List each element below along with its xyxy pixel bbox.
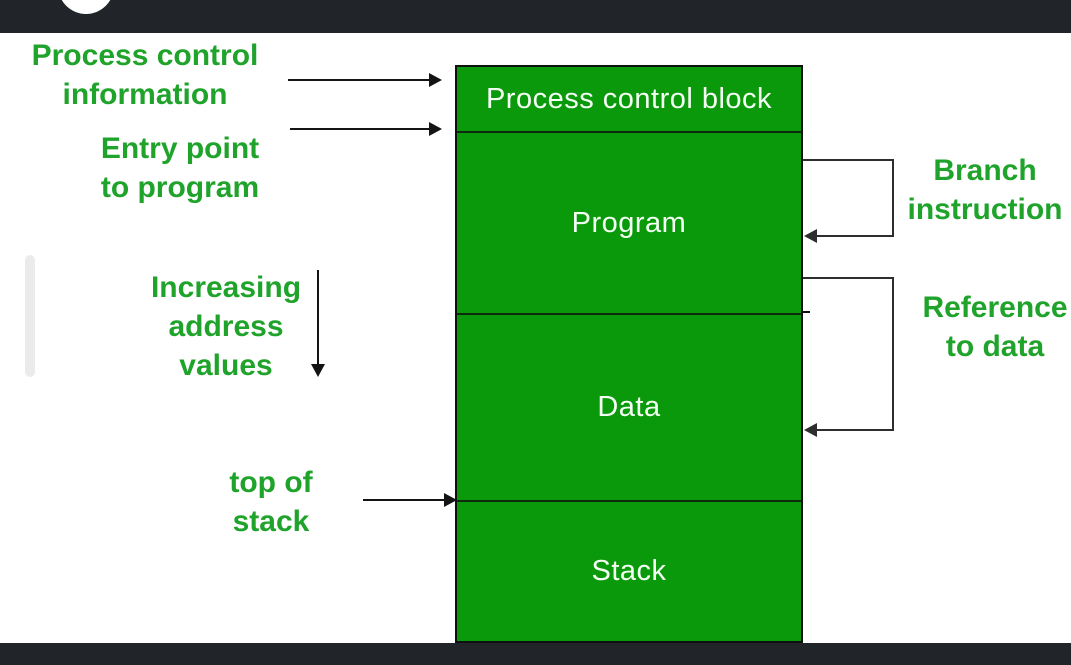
section-label: Program xyxy=(571,206,687,239)
label-top-of-stack: top of stack xyxy=(229,466,313,538)
label-increasing-address-values: Increasing address values xyxy=(150,271,302,382)
section-label: Stack xyxy=(591,555,667,587)
section-data: Data xyxy=(457,313,801,500)
label-process-control-information: Process control information xyxy=(31,39,259,111)
section-label: Process control block xyxy=(485,82,773,115)
label-branch-instruction: Branch instruction xyxy=(907,154,1063,226)
program-data-divider-tick xyxy=(803,311,810,313)
memory-box: Process control block Program Data Stack xyxy=(455,65,803,643)
section-label: Data xyxy=(597,391,661,423)
label-entry-point-to-program: Entry point to program xyxy=(100,132,260,204)
section-stack: Stack xyxy=(457,500,801,641)
camera-notch-circle xyxy=(58,0,114,14)
section-program: Program xyxy=(457,131,801,313)
bottom-chrome-bar xyxy=(0,643,1071,665)
top-chrome-bar xyxy=(0,0,1071,33)
section-process-control-block: Process control block xyxy=(457,67,801,131)
scrollbar-thumb[interactable] xyxy=(25,255,35,377)
label-reference-to-data: Reference to data xyxy=(922,291,1068,363)
